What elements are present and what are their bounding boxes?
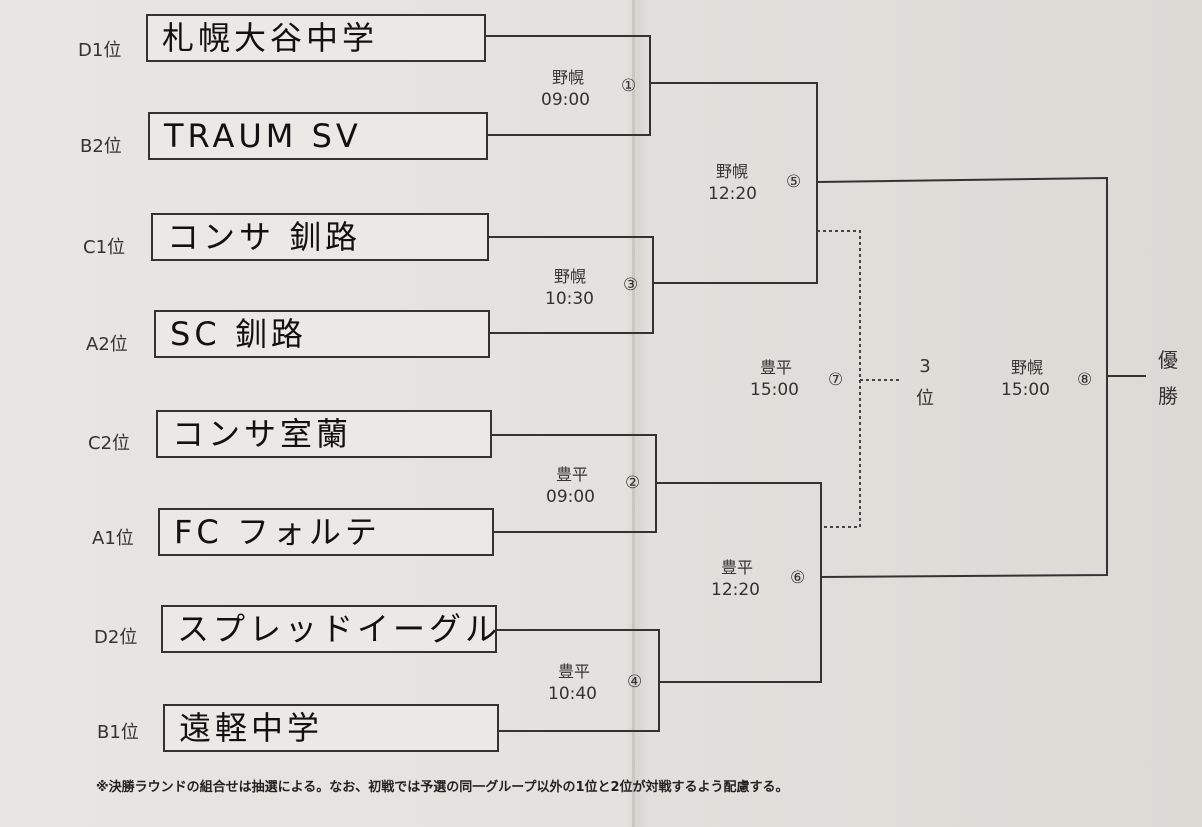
match-time: 12:20 bbox=[708, 184, 757, 204]
match-venue: 野幌 bbox=[1011, 358, 1044, 377]
paper-fold bbox=[632, 0, 635, 827]
match-time: 12:20 bbox=[711, 580, 760, 600]
seed-label: C1位 bbox=[83, 237, 126, 258]
bracket-line-m4 bbox=[494, 629, 660, 732]
match-venue: 豊平 bbox=[558, 662, 591, 681]
bracket-line-m6 bbox=[656, 482, 822, 683]
match-number: ② bbox=[625, 473, 641, 493]
seed-label: A2位 bbox=[86, 334, 128, 355]
bracket-line-m5 bbox=[650, 82, 818, 284]
match-time: 15:00 bbox=[1001, 380, 1050, 400]
match-venue: 野幌 bbox=[552, 68, 585, 87]
match-venue: 豊平 bbox=[721, 558, 754, 577]
match-number: ③ bbox=[623, 275, 639, 295]
footnote: ※決勝ラウンドの組合せは抽選による。なお、初戦では予選の同一グループ以外の1位と… bbox=[96, 780, 789, 795]
seed-label: D2位 bbox=[94, 627, 138, 648]
match-time: 15:00 bbox=[750, 380, 799, 400]
match-number: ⑤ bbox=[786, 172, 802, 192]
third-place-label-line2: 位 bbox=[916, 388, 934, 409]
team-box: スプレッドイーグル bbox=[161, 605, 497, 653]
champion-label-line2: 勝 bbox=[1158, 384, 1178, 408]
match-venue: 野幌 bbox=[554, 267, 587, 286]
bracket-line-m1 bbox=[486, 35, 651, 136]
team-box: コンサ 釧路 bbox=[151, 213, 489, 261]
seed-label: C2位 bbox=[88, 433, 131, 454]
match-venue: 豊平 bbox=[556, 465, 589, 484]
match-number: ⑦ bbox=[828, 370, 844, 390]
match-time: 09:00 bbox=[546, 487, 595, 507]
champion-label-line1: 優 bbox=[1158, 348, 1178, 372]
match-number: ⑧ bbox=[1077, 370, 1093, 390]
team-box: 遠軽中学 bbox=[163, 704, 499, 752]
match-time: 10:30 bbox=[545, 289, 594, 309]
match-number: ① bbox=[621, 76, 637, 96]
team-box: コンサ室蘭 bbox=[156, 410, 492, 458]
match-number: ⑥ bbox=[790, 568, 806, 588]
match-venue: 野幌 bbox=[716, 162, 749, 181]
team-box: 札幌大谷中学 bbox=[146, 14, 486, 62]
match-time: 10:40 bbox=[548, 684, 597, 704]
seed-label: B2位 bbox=[80, 136, 122, 157]
seed-label: D1位 bbox=[78, 40, 122, 61]
team-box: SC 釧路 bbox=[154, 310, 490, 358]
team-box: FC フォルテ bbox=[158, 508, 494, 556]
seed-label: B1位 bbox=[97, 722, 139, 743]
third-place-label-line1: 3 bbox=[919, 356, 931, 377]
match-time: 09:00 bbox=[541, 90, 590, 110]
seed-label: A1位 bbox=[92, 528, 134, 549]
match-number: ④ bbox=[627, 672, 643, 692]
bracket-line-m3 bbox=[488, 236, 654, 334]
match-venue: 豊平 bbox=[760, 358, 793, 377]
team-box: TRAUM SV bbox=[148, 112, 488, 160]
